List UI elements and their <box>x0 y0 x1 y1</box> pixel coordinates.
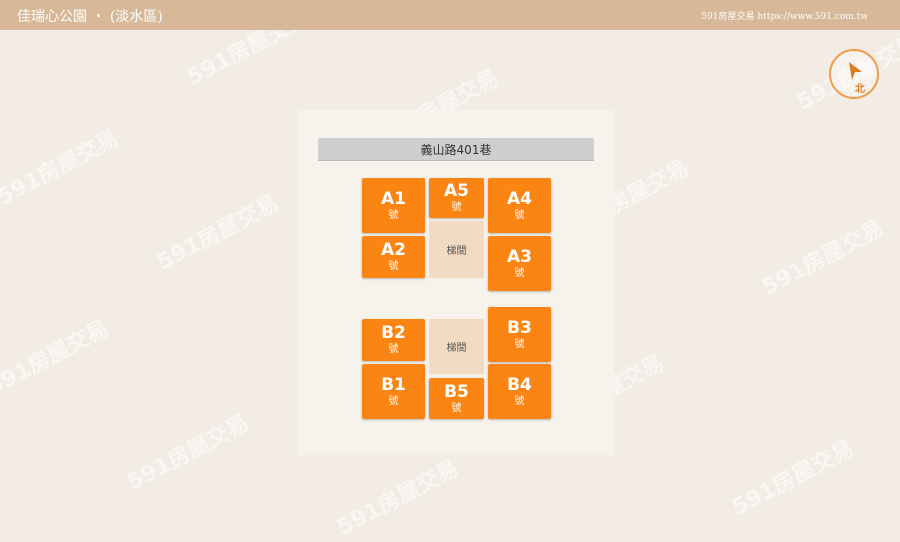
unit-sub: 號 <box>388 395 399 407</box>
watermark: 591房屋交易 <box>123 410 254 496</box>
unit-a2[interactable]: A2 號 <box>362 236 425 278</box>
unit-code: B5 <box>444 381 469 402</box>
unit-sub: 號 <box>514 267 525 279</box>
stairwell-b: 梯間 <box>429 319 484 374</box>
unit-code: B3 <box>507 317 532 338</box>
unit-code: A1 <box>381 188 406 209</box>
unit-b2[interactable]: B2 號 <box>362 319 425 361</box>
watermark: 591房屋交易 <box>0 315 114 401</box>
unit-b1[interactable]: B1 號 <box>362 364 425 419</box>
unit-b4[interactable]: B4 號 <box>488 364 551 419</box>
unit-code: A2 <box>381 240 406 260</box>
unit-sub: 號 <box>514 395 525 407</box>
unit-sub: 號 <box>514 338 525 350</box>
stairwell-a: 梯間 <box>429 221 484 278</box>
unit-a4[interactable]: A4 號 <box>488 178 551 233</box>
watermark: 591房屋交易 <box>728 435 859 521</box>
road-label: 義山路401巷 <box>318 138 594 161</box>
page-title: 佳瑞心公園 ・ (淡水區) <box>17 9 163 25</box>
header-bar: 佳瑞心公園 ・ (淡水區) 591房屋交易 https://www.591.co… <box>0 0 900 30</box>
unit-b5[interactable]: B5 號 <box>429 378 484 419</box>
site-link[interactable]: 591房屋交易 https://www.591.com.tw <box>701 12 868 22</box>
unit-sub: 號 <box>388 261 399 272</box>
compass-north-label: 北 <box>855 84 865 95</box>
watermark: 591房屋交易 <box>333 455 464 541</box>
unit-a3[interactable]: A3 號 <box>488 236 551 291</box>
watermark: 591房屋交易 <box>758 215 889 301</box>
unit-sub: 號 <box>451 402 462 414</box>
watermark: 591房屋交易 <box>153 190 284 276</box>
unit-sub: 號 <box>451 202 462 213</box>
unit-code: B2 <box>381 323 406 343</box>
unit-sub: 號 <box>388 344 399 355</box>
unit-code: A4 <box>507 188 532 209</box>
unit-sub: 號 <box>514 209 525 221</box>
compass: 北 <box>829 49 879 99</box>
unit-a5[interactable]: A5 號 <box>429 178 484 218</box>
unit-code: B1 <box>381 374 406 395</box>
north-arrow-icon <box>849 62 862 80</box>
unit-code: A3 <box>507 246 532 267</box>
unit-sub: 號 <box>388 209 399 221</box>
unit-a1[interactable]: A1 號 <box>362 178 425 233</box>
unit-code: A5 <box>444 181 469 201</box>
unit-code: B4 <box>507 374 532 395</box>
unit-b3[interactable]: B3 號 <box>488 307 551 362</box>
watermark: 591房屋交易 <box>0 125 124 211</box>
